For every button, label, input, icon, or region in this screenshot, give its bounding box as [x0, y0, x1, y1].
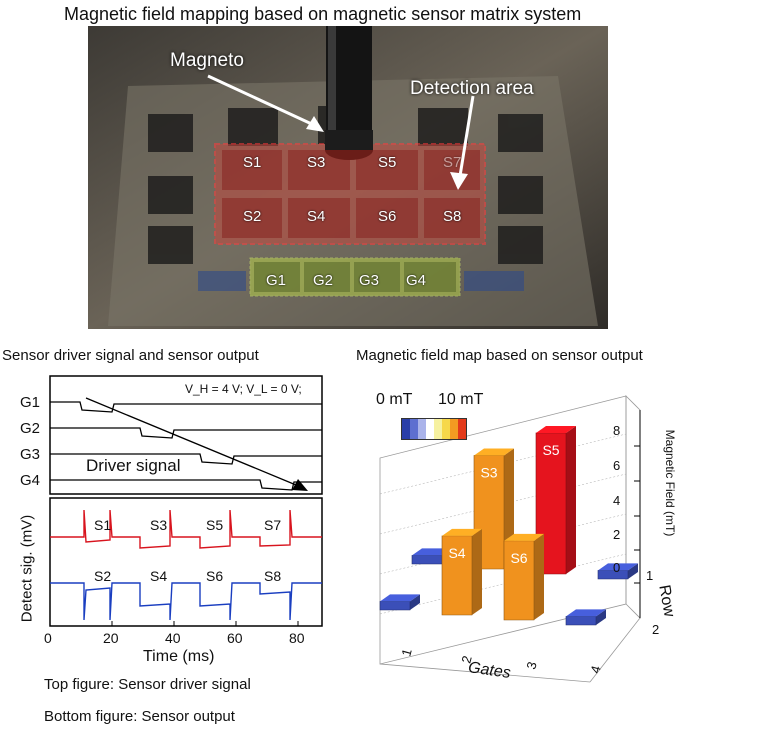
bar-s6-top [504, 533, 544, 541]
g3-label: G3 [20, 446, 41, 463]
left-panel-title: Sensor driver signal and sensor output [2, 347, 259, 364]
z-tick-6: 6 [613, 458, 621, 473]
x-tick-20: 20 [103, 630, 119, 646]
sensor-label-s8: S8 [443, 208, 462, 225]
plot-label-s6: S6 [206, 568, 224, 584]
color-scale-swatch [450, 419, 458, 439]
sensor-label-s5: S5 [378, 154, 397, 171]
plot-label-s1: S1 [94, 517, 112, 533]
color-scale-swatch [410, 419, 418, 439]
g3-trace [50, 453, 322, 465]
row-tick-2: 2 [652, 622, 660, 637]
sensor-output-row1 [50, 509, 322, 549]
left-y-axis-label: Detect sig. (mV) [18, 514, 36, 623]
plot-label-s4: S4 [150, 568, 168, 584]
color-scale-swatch [458, 419, 466, 439]
g2-trace [50, 427, 322, 439]
color-scale-swatch [426, 419, 434, 439]
x-tick-40: 40 [165, 630, 181, 646]
right-panel-title: Magnetic field map based on sensor outpu… [356, 347, 643, 364]
bar-s7-side [628, 563, 638, 579]
magneto-arrow [207, 74, 317, 128]
z-tick-8: 8 [613, 423, 621, 438]
bar-s1-label: S1 [418, 564, 435, 580]
sensor-label-s4: S4 [307, 208, 326, 225]
sensor-label-s1: S1 [243, 154, 262, 171]
bar-s6-label: S6 [510, 550, 527, 566]
z-tick-0: 0 [613, 560, 621, 575]
color-scale-swatch [442, 419, 450, 439]
scale-min-label: 0 mT [376, 391, 413, 408]
bar-s7-front [597, 570, 629, 580]
bar-s7-label: S7 [604, 579, 621, 595]
left-x-axis-label: Time (ms) [143, 648, 215, 665]
color-scale-bar [401, 418, 467, 440]
detection-arrow [458, 95, 475, 177]
color-scale-swatch [402, 419, 410, 439]
z-axis-label: Magnetic Field (mT) [663, 429, 677, 537]
g1-trace [50, 401, 322, 413]
bar-s5-top [536, 425, 576, 433]
bar-s2-top [380, 594, 420, 602]
row-tick-1: 1 [646, 568, 654, 583]
gate-label-g3: G3 [359, 272, 380, 289]
bar-s4-top [442, 528, 482, 536]
x-tick-60: 60 [227, 630, 243, 646]
sensor-label-s3: S3 [307, 154, 326, 171]
caption-top: Top figure: Sensor driver signal [44, 676, 251, 693]
x-tick-80: 80 [289, 630, 305, 646]
sensor-output-row2 [50, 582, 322, 621]
sensor-label-s7: S7 [443, 154, 462, 171]
bar-s2-front [379, 601, 411, 611]
g2-label: G2 [20, 420, 41, 437]
bar-s4-label: S4 [448, 545, 465, 561]
g4-trace [50, 479, 322, 491]
bar-s8-front [565, 616, 597, 626]
plot-label-s2: S2 [94, 568, 112, 584]
bar-s8-label: S8 [572, 625, 589, 641]
bar-s8-side [596, 609, 606, 625]
voltage-note: V_H = 4 V; V_L = 0 V; [185, 382, 302, 396]
bar-s8-top [566, 609, 606, 617]
bar-s2-label: S2 [386, 610, 403, 626]
bar-s3-label: S3 [480, 464, 497, 480]
bar-s4-side [472, 528, 482, 615]
z-tick-2: 2 [613, 527, 621, 542]
driver-signal-plot [49, 375, 323, 627]
magneto-label: Magneto [170, 50, 244, 71]
gate-label-g4: G4 [406, 272, 427, 289]
driver-signal-label: Driver signal [86, 456, 181, 476]
plot-label-s8: S8 [264, 568, 282, 584]
scale-max-label: 10 mT [438, 391, 484, 408]
sensor-label-s6: S6 [378, 208, 397, 225]
color-scale-swatch [434, 419, 442, 439]
plot-label-s7: S7 [264, 517, 282, 533]
x-tick-0: 0 [44, 630, 52, 646]
plot-label-s3: S3 [150, 517, 168, 533]
gate-label-g1: G1 [266, 272, 287, 289]
g4-label: G4 [20, 472, 41, 489]
figure-title: Magnetic field mapping based on magnetic… [64, 4, 582, 24]
g1-label: G1 [20, 394, 41, 411]
bar-s7-top [598, 563, 638, 571]
bar-s6-side [534, 533, 544, 620]
bar-s5-side [566, 425, 576, 574]
sensor-matrix-photo [88, 26, 608, 329]
sensor-label-s2: S2 [243, 208, 262, 225]
bar-s5-label: S5 [542, 442, 559, 458]
z-tick-4: 4 [613, 493, 621, 508]
bar-s2-side [410, 594, 420, 610]
bar-s1-front [411, 555, 443, 565]
plot-label-s5: S5 [206, 517, 224, 533]
bar-s3-top [474, 448, 514, 456]
detection-area-label: Detection area [410, 78, 534, 99]
color-scale-swatch [418, 419, 426, 439]
gate-label-g2: G2 [313, 272, 334, 289]
caption-bottom: Bottom figure: Sensor output [44, 708, 235, 725]
